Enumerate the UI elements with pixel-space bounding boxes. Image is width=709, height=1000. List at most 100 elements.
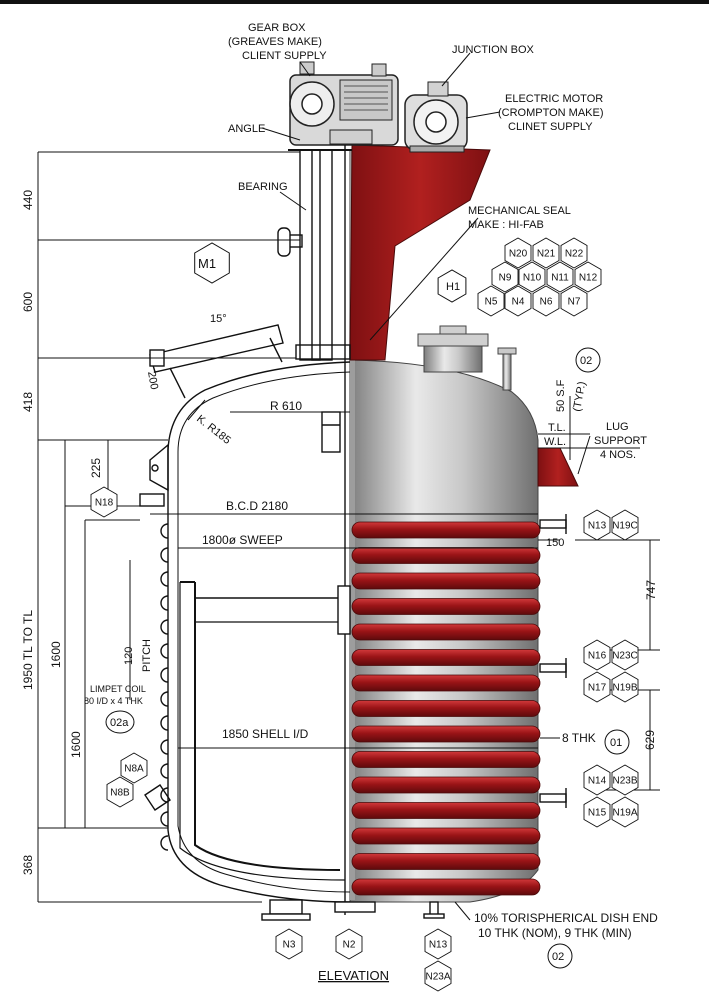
section-outline	[139, 145, 567, 921]
nozzle-tag-n21: N21	[537, 249, 556, 260]
gear-box	[289, 61, 399, 146]
coil-section	[160, 763, 169, 779]
ref-01: 01	[610, 737, 622, 749]
sf-label: 50 S.F	[555, 379, 567, 412]
nozzle-tag-n15: N15	[588, 808, 607, 819]
nozzle-tag-hex-n23a	[424, 960, 452, 992]
manhole-body	[423, 345, 483, 373]
dim-225-label: 225	[89, 458, 103, 478]
nozzle-tag-hex-n10	[518, 261, 546, 293]
nozzle-tag-n14: N14	[588, 776, 607, 787]
nozzle-tag-n19a: N19A	[612, 808, 637, 819]
nozzle-tag-hex-n16	[583, 639, 611, 671]
nozzle-tag-hex-n2	[335, 928, 363, 960]
junction-box-label: JUNCTION BOX	[452, 44, 535, 56]
shell-inner-line	[177, 371, 351, 893]
sweep-label: 1800ø SWEEP	[202, 533, 283, 547]
bottom-outlet-n2	[334, 901, 376, 913]
equipment-tags	[194, 242, 467, 303]
drive-stand	[299, 149, 333, 361]
coil-section	[160, 811, 169, 827]
coil-section	[160, 691, 169, 707]
nozzle-tag-hex-n23c	[611, 639, 639, 671]
motor-label-2: (CROMPTON MAKE)	[498, 107, 604, 119]
nozzle-n16-pipe	[539, 663, 567, 673]
nozzle-tag-hex-n13b	[424, 928, 452, 960]
dim-747-label: 747	[644, 580, 658, 600]
gear-box-label-3: CLIENT SUPPLY	[242, 50, 327, 62]
limpet-coil-label-2: 80 I/D x 4 THK	[84, 696, 143, 706]
nozzle-tag-hex-n4	[504, 285, 532, 317]
coil-section	[160, 547, 169, 563]
dim-1600-upper-label: 1600	[49, 641, 63, 668]
coil-section	[160, 595, 169, 611]
nozzle-tag-n23c: N23C	[612, 651, 638, 662]
coil-section	[160, 667, 169, 683]
nozzle-tag-n18: N18	[95, 498, 114, 509]
nozzle-tag-n23a: N23A	[425, 972, 450, 983]
nozzle-tag-hex-n17	[583, 671, 611, 703]
mech-seal-label-2: MAKE : HI-FAB	[468, 219, 544, 231]
nozzle-n14-pipe	[539, 793, 567, 803]
nozzle-tag-n4: N4	[512, 297, 525, 308]
shell-id-label: 1850 SHELL I/D	[222, 727, 309, 741]
nozzle-tag-n8a: N8A	[124, 764, 144, 775]
coil-ring	[351, 700, 541, 717]
ref-02-top: 02	[580, 355, 592, 367]
lug-support	[537, 447, 579, 487]
nozzle-tag-hex-n5	[477, 285, 505, 317]
nozzle-tag-hex-n18	[90, 486, 118, 518]
tag-h1: H1	[446, 281, 460, 293]
dim-1950-label: 1950 TL TO TL	[21, 610, 35, 690]
ref-02-bottom: 02	[552, 951, 564, 963]
nozzle-tag-hex-n6	[532, 285, 560, 317]
coil-ring	[351, 751, 541, 768]
nozzle-n3-pipe	[269, 899, 303, 915]
nozzle-tag-n6: N6	[540, 297, 553, 308]
nozzle-tag-hex-n19a	[611, 796, 639, 828]
nozzle-tag-hex-n22	[560, 237, 588, 269]
typ-label: (TYP.)	[571, 381, 588, 413]
coil-section	[160, 571, 169, 587]
nozzle-tag-hex-n21	[532, 237, 560, 269]
nozzle-tag-hex-n9	[491, 261, 519, 293]
nozzle-tag-hex-n23b	[611, 764, 639, 796]
coil-section	[160, 619, 169, 635]
nozzle-tag-hex-n7	[560, 285, 588, 317]
annotation-labels: GEAR BOX (GREAVES MAKE) CLIENT SUPPLY JU…	[21, 22, 658, 983]
nozzle-tag-n12: N12	[579, 273, 598, 284]
nozzle-neck	[502, 353, 512, 391]
nozzle-tag-hex-n3	[275, 928, 303, 960]
tag-h1-hex	[437, 269, 467, 303]
coil-section	[160, 523, 169, 539]
coil-ring	[351, 827, 541, 845]
thk8-label: 8 THK	[562, 731, 596, 745]
kr185-label: K. R185	[194, 413, 233, 447]
dim-600-label: 600	[21, 292, 35, 312]
tag-m1: M1	[198, 256, 216, 271]
limpet-coil-label-1: LIMPET COIL	[90, 684, 146, 694]
nozzle-tag-hex-n19b	[611, 671, 639, 703]
nozzle-tag-n5: N5	[485, 297, 498, 308]
dim-418-label: 418	[21, 392, 35, 412]
coil-ring	[351, 598, 541, 615]
coil-ring	[351, 853, 541, 870]
manhole-handle	[439, 325, 467, 335]
reference-balloon-labels: 02 01 02 02a	[110, 355, 622, 963]
coil-ring	[351, 674, 541, 692]
manhole-lid	[149, 324, 284, 373]
nozzle-n8	[144, 784, 171, 811]
mech-seal-label-1: MECHANICAL SEAL	[468, 205, 571, 217]
coil-ring	[351, 623, 541, 641]
nozzle-tag-n9: N9	[499, 273, 512, 284]
rendered-vessel	[289, 61, 579, 903]
nozzle-tag-n7: N7	[568, 297, 581, 308]
coil-section	[160, 739, 169, 755]
nozzle-tag-n19c: N19C	[612, 521, 638, 532]
lug-left	[149, 443, 169, 492]
lug-label-1: LUG	[606, 421, 629, 433]
nozzle-tag-n16: N16	[588, 651, 607, 662]
nozzle-tag-hex-n8a	[120, 752, 148, 784]
motor-label-1: ELECTRIC MOTOR	[505, 93, 603, 105]
